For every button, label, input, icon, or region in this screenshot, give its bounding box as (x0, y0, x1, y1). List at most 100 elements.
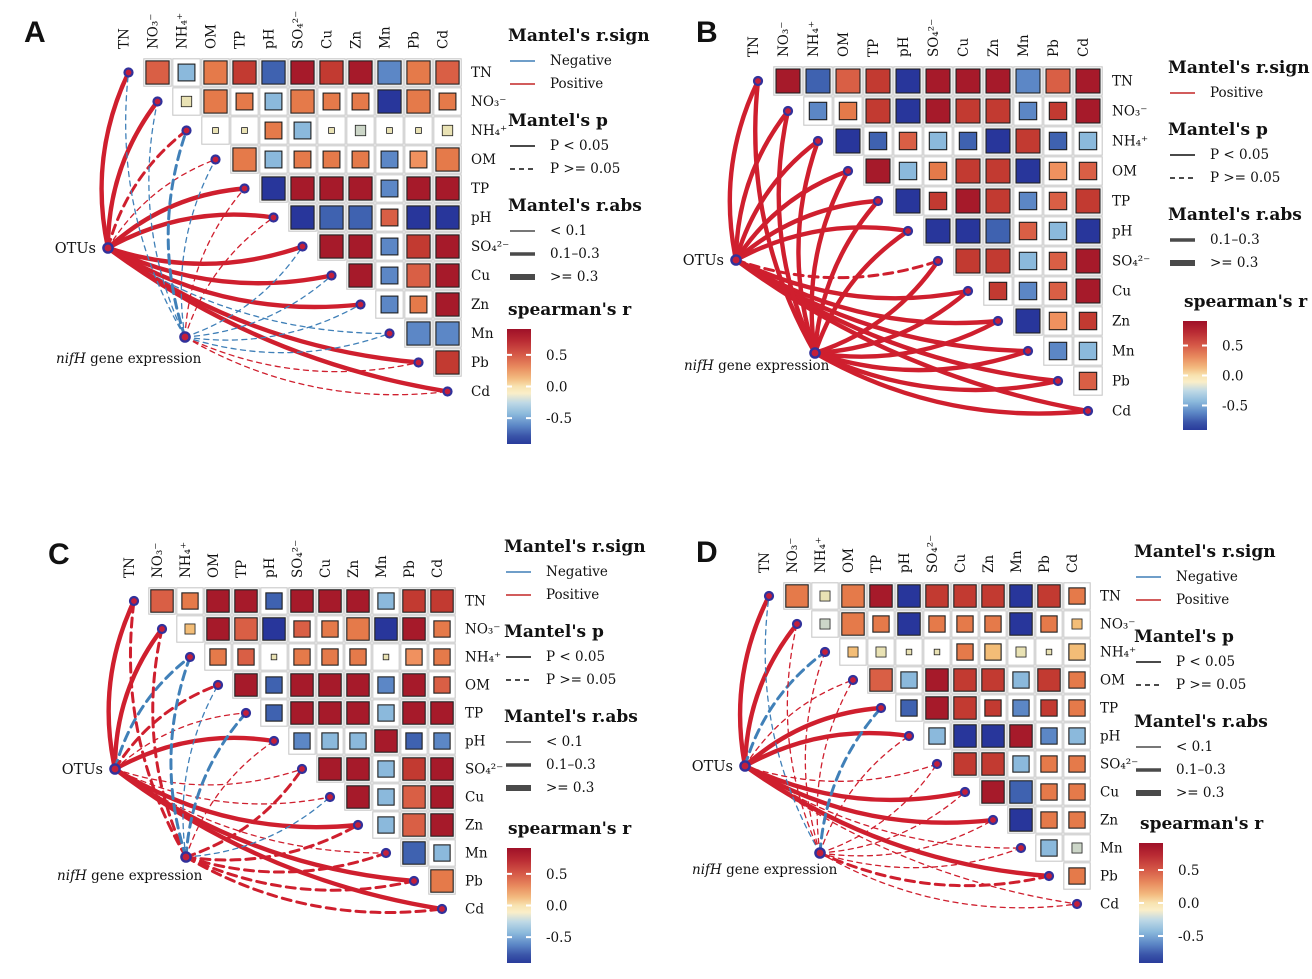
matrix-grid-cell (951, 610, 979, 638)
matrix-cell (415, 127, 422, 134)
matrix-cell (955, 98, 981, 124)
legend-entry-label: P < 0.05 (546, 649, 605, 665)
row-label: Cu (465, 790, 484, 806)
mantel-edge (113, 683, 220, 771)
mantel-edge (129, 599, 188, 859)
column-header: pH (897, 552, 913, 573)
column-header: OM (206, 553, 222, 578)
node-dot (413, 357, 424, 368)
column-header: NH₄⁺ (175, 13, 191, 49)
legend-entry-label: 0.1–0.3 (546, 757, 596, 773)
matrix-cell (1075, 98, 1101, 124)
mantel-edges (737, 593, 1078, 909)
column-header: Cd (430, 559, 446, 578)
matrix-cell (1040, 755, 1058, 773)
matrix-cell (346, 673, 370, 697)
mantel-edge (184, 767, 304, 859)
mantel-edge (184, 336, 420, 373)
matrix-cell (838, 101, 858, 121)
matrix-cell (430, 757, 454, 781)
node-dot (987, 814, 999, 826)
matrix-cell (900, 671, 918, 689)
matrix-cell (1048, 101, 1068, 121)
node-dot (842, 165, 854, 177)
matrix-cell (985, 218, 1011, 244)
matrix-cell (145, 60, 170, 85)
matrix-cell (319, 60, 344, 85)
matrix-cell (377, 676, 395, 694)
node-dot (408, 875, 420, 887)
column-header: TN (117, 28, 133, 49)
matrix-cell (290, 673, 314, 697)
matrix-cell (293, 732, 311, 750)
matrix-cell (322, 92, 341, 111)
matrix-cell (377, 704, 395, 722)
matrix-cell (318, 701, 342, 725)
row-label: OM (471, 152, 496, 168)
mantel-edge (105, 245, 363, 310)
matrix-cell (406, 176, 431, 201)
matrix-cell (402, 701, 426, 725)
matrix-cell (925, 696, 949, 720)
matrix-cell (955, 188, 981, 214)
matrix-cell (181, 592, 199, 610)
row-label: Mn (465, 846, 488, 862)
column-header: TP (233, 31, 249, 49)
matrix-grid-cell (893, 126, 923, 156)
matrix-cell (925, 68, 951, 94)
mantel-edge (105, 99, 160, 251)
matrix-cell (1018, 221, 1038, 241)
otus-node-dot (109, 763, 121, 775)
matrix-cell (203, 89, 228, 114)
mantel-edge (733, 225, 911, 263)
matrix-cell (430, 701, 454, 725)
column-header: SO₄²⁻ (926, 19, 942, 57)
matrix-cell (402, 673, 426, 697)
matrix-cell (1068, 783, 1086, 801)
row-label: Cd (1100, 897, 1119, 913)
matrix-cell (351, 92, 370, 111)
column-header: SO₄²⁻ (925, 535, 941, 573)
mantel-edge (812, 348, 1031, 373)
column-header: NH₄⁺ (178, 542, 194, 578)
matrix-cell (1068, 727, 1086, 745)
matrix-cell (925, 218, 951, 244)
matrix-cell (265, 592, 283, 610)
matrix-cell (290, 176, 315, 201)
matrix-cell (985, 68, 1011, 94)
matrix-cell (895, 68, 921, 94)
legend-title: Mantel's r.sign (504, 537, 646, 557)
matrix-cell (406, 321, 431, 346)
row-label: Cd (1112, 404, 1131, 420)
column-header: Mn (1009, 550, 1025, 573)
column-header: Cu (320, 30, 336, 49)
matrix-cell (1040, 615, 1058, 633)
matrix-cell (981, 668, 1005, 692)
matrix-cell (1015, 646, 1027, 658)
node-dot (268, 735, 280, 747)
column-header: SO₄²⁻ (290, 540, 306, 578)
row-label: pH (1100, 729, 1121, 745)
row-label: TN (1112, 74, 1133, 90)
column-header: NH₄⁺ (806, 21, 822, 57)
column-header: Zn (986, 39, 1002, 57)
mantel-edge (184, 245, 304, 338)
matrix-cell (377, 60, 402, 85)
matrix-cell (865, 98, 891, 124)
mantel-edge (148, 100, 186, 338)
matrix-cell (872, 615, 890, 633)
mantel-edge (812, 318, 1001, 359)
legend-title: Mantel's r.abs (1168, 205, 1302, 225)
mantel-edge (786, 623, 821, 854)
node-dot (296, 763, 308, 775)
matrix-cell (318, 673, 342, 697)
matrix-cell (900, 699, 918, 717)
colorbar-tick-label: 0.0 (546, 380, 567, 396)
matrix-cell (318, 589, 342, 613)
matrix-cell (958, 131, 978, 151)
matrix-cell (985, 188, 1011, 214)
matrix-cell (1018, 191, 1038, 211)
matrix-cell (819, 618, 831, 630)
matrix-cell (380, 266, 399, 285)
